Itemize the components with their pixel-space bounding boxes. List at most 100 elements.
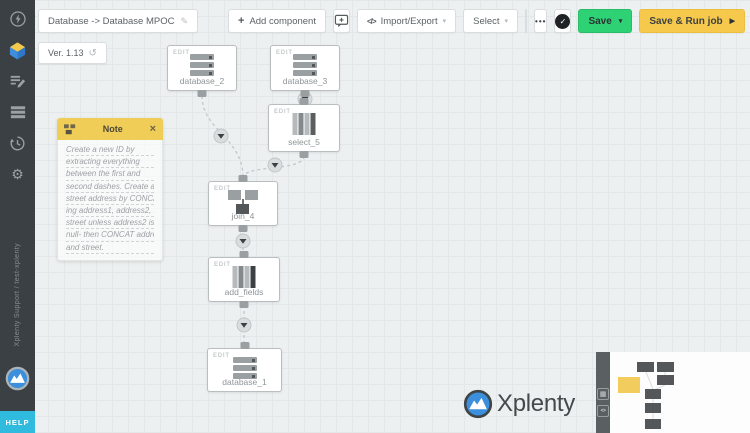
version-rollback-icon[interactable]: ↺ (88, 47, 97, 59)
edit-pencil-icon[interactable]: ✎ (180, 15, 189, 26)
grid-icon: ▦ (599, 391, 607, 398)
database-icon (293, 54, 317, 76)
version-label: Ver. 1.13 (48, 48, 84, 58)
node-edit-button[interactable]: EDIT (213, 353, 230, 359)
sticky-note[interactable]: Note × Create a new ID by extracting eve… (57, 118, 163, 261)
sidebar-item-packages[interactable] (8, 41, 27, 60)
node-database_3[interactable]: EDIT database_3 (270, 45, 340, 97)
output-connector[interactable] (197, 90, 207, 97)
save-label: Save (588, 15, 612, 27)
input-connector[interactable] (299, 98, 309, 105)
note-body[interactable]: Create a new ID by extracting everything… (57, 140, 163, 261)
xplenty-watermark: Xplenty (463, 389, 575, 419)
note-text-line: street address by CONCAT- (66, 193, 154, 205)
minimap-node (645, 403, 661, 413)
minimap-node (645, 389, 661, 399)
import-export-label: Import/Export (380, 15, 438, 27)
add-note-button[interactable] (332, 9, 350, 33)
save-button[interactable]: Save ▾ (578, 9, 633, 33)
minimap-toggle-button[interactable]: ▦ (597, 388, 609, 400)
note-text-line: and street. (66, 242, 154, 254)
check-circle-icon: ✓ (555, 13, 571, 29)
close-icon[interactable]: × (149, 122, 156, 135)
node-database_2[interactable]: EDIT database_2 (167, 45, 237, 97)
app-sidebar: ⚙ Xplenty Support / test-xplenty HELP (0, 0, 35, 433)
node-label: database_2 (179, 76, 225, 86)
chevron-down-icon: ▾ (618, 18, 623, 25)
chevron-down-icon: ▾ (442, 18, 447, 25)
node-label: database_1 (222, 377, 267, 387)
import-export-button[interactable]: </> Import/Export ▾ (356, 9, 457, 33)
select-icon (292, 113, 316, 135)
gear-icon: ⚙ (11, 166, 24, 182)
lightning-icon (9, 11, 26, 27)
package-title: Database -> Database MPOC (48, 15, 175, 27)
add-component-label: Add component (249, 15, 316, 27)
node-label: add_fields (224, 287, 264, 297)
node-database_1[interactable]: EDIT database_1 (207, 342, 282, 392)
note-text-line: street unless address2 is (66, 217, 154, 230)
output-connector[interactable] (239, 301, 249, 308)
select-label: Select (473, 15, 500, 27)
minimap-node (657, 375, 674, 385)
expression-editor-button[interactable]: <> (597, 405, 609, 417)
history-clock-icon (10, 136, 25, 150)
package-title-field[interactable]: Database -> Database MPOC ✎ (38, 9, 199, 33)
note-text-line: Create a new ID by (66, 144, 154, 157)
minimap-panel: ▦ <> (596, 352, 750, 433)
xplenty-logo-button[interactable] (5, 366, 30, 391)
minimap-viewport[interactable] (610, 352, 750, 433)
note-title: Note (102, 124, 123, 134)
sidebar-item-clusters[interactable] (8, 103, 27, 121)
input-connector[interactable] (238, 175, 248, 182)
node-select_5[interactable]: EDIT select_5 (268, 98, 340, 158)
sidebar-item-dashboard[interactable] (8, 10, 27, 28)
node-add_fields[interactable]: EDIT add_fields (208, 251, 280, 308)
node-label: database_3 (282, 76, 328, 86)
undo-button[interactable] (526, 10, 527, 32)
minimap-note (618, 377, 640, 393)
note-header[interactable]: Note × (57, 118, 163, 140)
play-icon: ▶ (729, 18, 736, 25)
note-text-line: between the first and (66, 168, 154, 181)
node-join_4[interactable]: EDIT join_4 (208, 175, 278, 232)
chevron-down-icon: ▾ (504, 18, 509, 25)
plus-icon: + (238, 15, 245, 27)
node-edit-button[interactable]: EDIT (214, 262, 231, 268)
node-edit-button[interactable]: EDIT (274, 109, 291, 115)
brand-name: Xplenty (497, 390, 575, 417)
select-dropdown[interactable]: Select ▾ (463, 9, 519, 33)
output-connector[interactable] (299, 151, 309, 158)
output-connector[interactable] (300, 90, 310, 97)
code-icon: </> (366, 16, 377, 26)
list-icon (10, 105, 25, 118)
input-connector[interactable] (240, 342, 249, 349)
database-icon (232, 357, 257, 379)
node-label: select_5 (288, 137, 320, 147)
sidebar-item-schedules[interactable] (8, 134, 27, 152)
validate-button[interactable]: ✓ (554, 9, 572, 33)
sidebar-item-jobs[interactable] (8, 72, 27, 90)
node-edit-button[interactable]: EDIT (214, 186, 231, 192)
undo-icon (526, 16, 527, 27)
add-component-button[interactable]: + Add component (228, 9, 326, 33)
code-icon: <> (600, 408, 606, 414)
minimap-node (657, 362, 674, 372)
note-stack-icon (64, 123, 76, 134)
sidebar-item-settings[interactable]: ⚙ (8, 165, 27, 183)
version-badge[interactable]: Ver. 1.13 ↺ (38, 42, 107, 64)
node-edit-button[interactable]: EDIT (276, 50, 293, 56)
more-options-button[interactable]: ••• (534, 9, 548, 33)
xplenty-logo-icon (5, 366, 30, 391)
node-label: join_4 (231, 211, 255, 221)
output-connector[interactable] (238, 225, 248, 232)
input-connector[interactable] (239, 251, 249, 258)
note-text-line: extracting everything (66, 156, 154, 169)
save-and-run-button[interactable]: Save & Run job ▶ (639, 9, 746, 33)
node-edit-button[interactable]: EDIT (173, 50, 190, 56)
package-cube-icon (9, 41, 26, 60)
help-button[interactable]: HELP (0, 411, 35, 433)
minimap-toolbar: ▦ <> (596, 352, 610, 433)
note-text-line: ing address1, address2, and (66, 205, 154, 218)
